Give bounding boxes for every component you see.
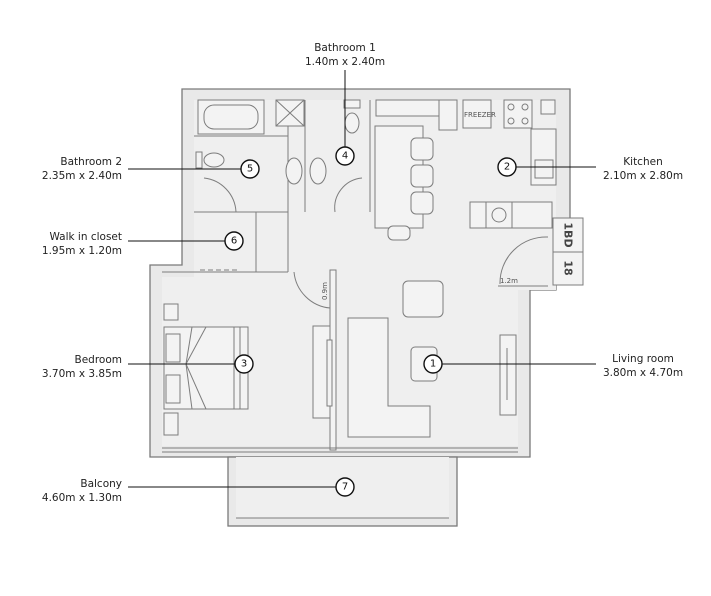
bedroom-door-width-label: 0.9m [321, 282, 329, 300]
room-name: Bathroom 2 [60, 156, 122, 168]
room-size: 1.40m x 2.40m [304, 56, 386, 68]
room-size: 2.35m x 2.40m [41, 170, 122, 182]
toilet-2 [203, 152, 225, 168]
tv-unit [499, 334, 517, 416]
room-name: Bedroom [74, 354, 123, 366]
room-marker-2: 2 [497, 157, 517, 177]
room-size: 1.95m x 1.20m [41, 245, 122, 257]
svg-text:6: 6 [231, 236, 237, 247]
room-size: 3.70m x 3.85m [41, 368, 122, 380]
room-name: Balcony [80, 478, 122, 490]
unit-type-label: 1BD [562, 222, 575, 247]
svg-text:1: 1 [430, 359, 436, 370]
fixtures: FREEZER 1BD 18 1.2m 0.9m [163, 99, 584, 438]
svg-text:7: 7 [342, 482, 348, 493]
room-name: Kitchen [623, 156, 663, 168]
freezer-label: FREEZER [464, 111, 496, 119]
freezer [462, 99, 492, 129]
label-living-room: Living room 3.80m x 4.70m [593, 352, 693, 380]
svg-text:5: 5 [247, 164, 253, 175]
label-bathroom-2: Bathroom 2 2.35m x 2.40m [0, 155, 122, 183]
room-size: 2.10m x 2.80m [602, 170, 684, 182]
entry-door-width-label: 1.2m [500, 277, 518, 285]
room-size: 4.60m x 1.30m [41, 492, 122, 504]
room-marker-3: 3 [234, 354, 254, 374]
room-marker-7: 7 [335, 477, 355, 497]
sink-1 [285, 157, 303, 185]
label-balcony: Balcony 4.60m x 1.30m [0, 477, 122, 505]
room-marker-5: 5 [240, 159, 260, 179]
label-walk-in-closet: Walk in closet 1.95m x 1.20m [0, 230, 122, 258]
sofa [347, 317, 431, 438]
label-bedroom: Bedroom 3.70m x 3.85m [0, 353, 122, 381]
room-name: Living room [612, 353, 674, 365]
room-name: Walk in closet [49, 231, 122, 243]
label-kitchen: Kitchen 2.10m x 2.80m [593, 155, 693, 183]
room-size: 3.80m x 4.70m [602, 367, 684, 379]
cooktop [503, 99, 533, 129]
room-marker-4: 4 [335, 146, 355, 166]
label-bathroom-1: Bathroom 1 1.40m x 2.40m [285, 41, 405, 69]
sink-2 [309, 157, 327, 185]
room-name: Bathroom 1 [314, 42, 376, 54]
walls [149, 88, 571, 527]
toilet-1 [344, 112, 360, 134]
leader-lines [128, 70, 596, 488]
armchair [402, 280, 444, 318]
unit-number-label: 18 [562, 260, 575, 275]
room-marker-1: 1 [423, 354, 443, 374]
svg-text:2: 2 [504, 162, 510, 173]
svg-text:4: 4 [342, 151, 348, 162]
svg-text:3: 3 [241, 359, 247, 370]
room-marker-6: 6 [224, 231, 244, 251]
